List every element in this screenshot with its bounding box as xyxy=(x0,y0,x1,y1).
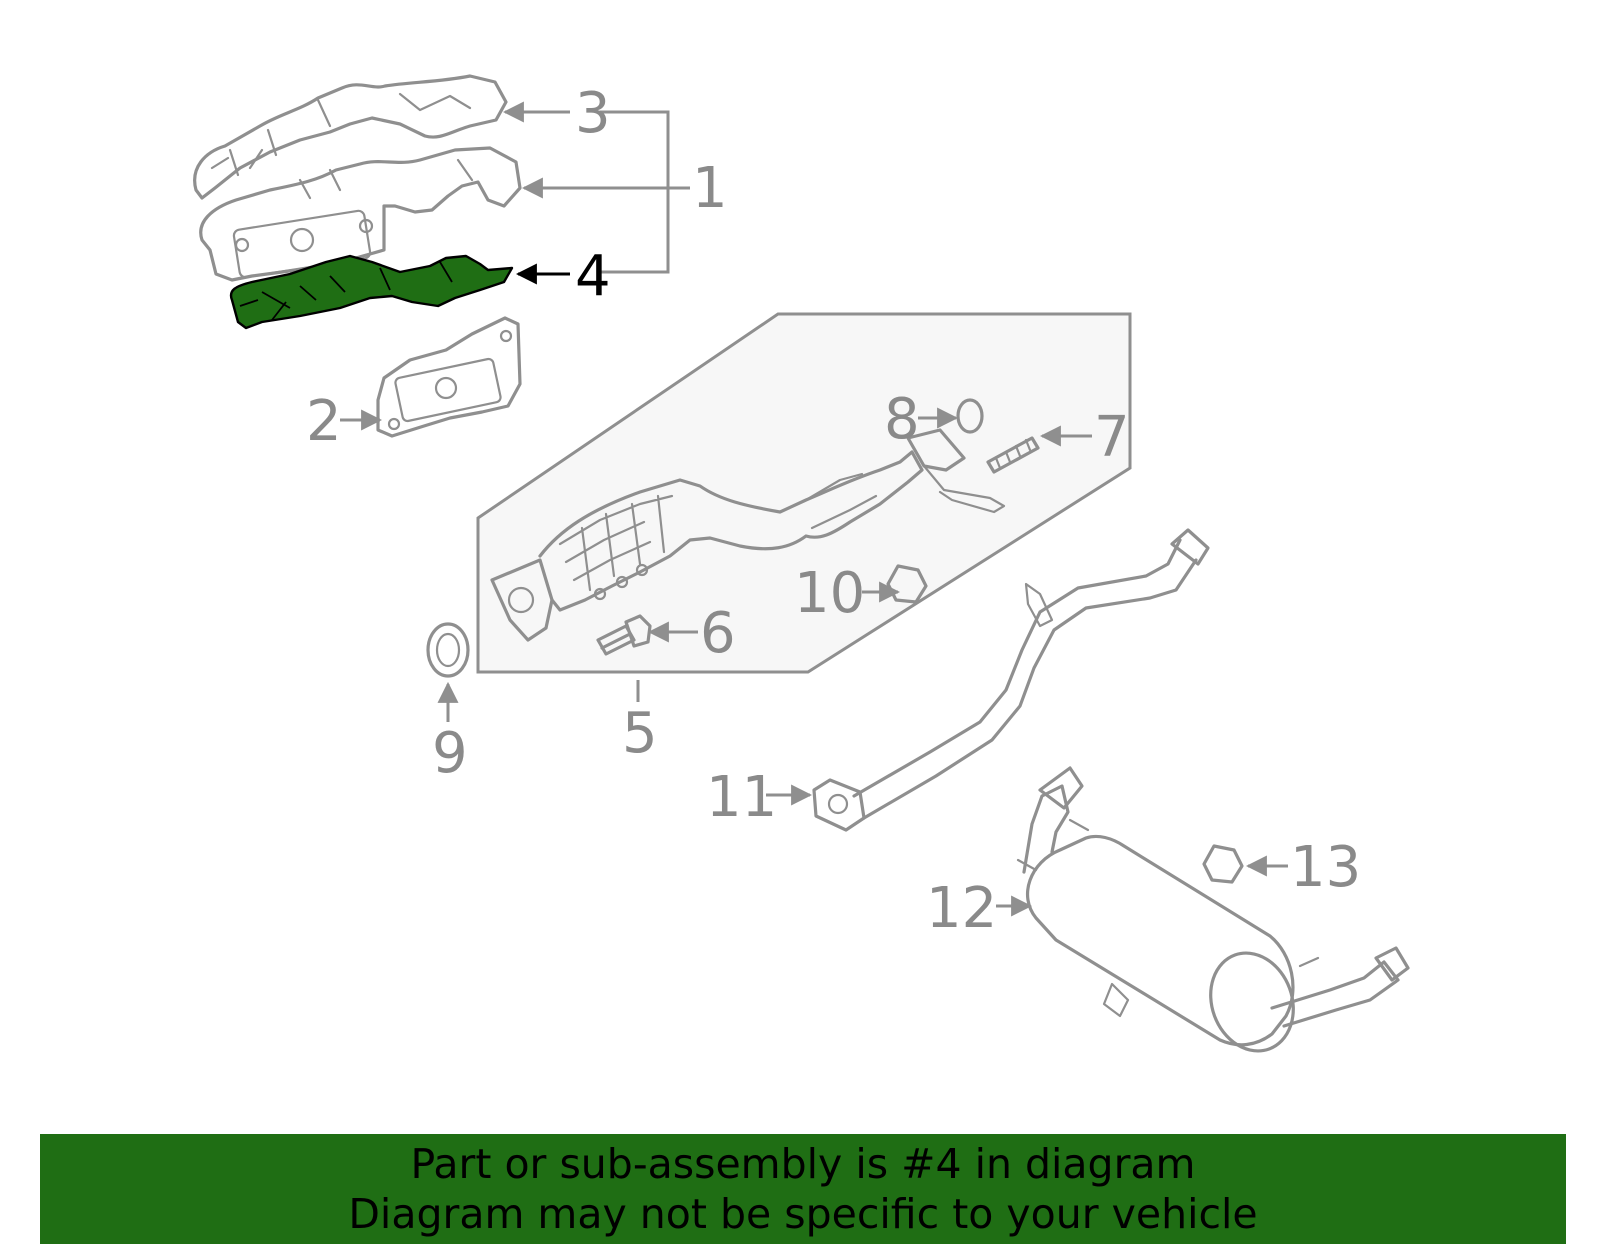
callout-11: 11 xyxy=(706,765,777,830)
callout-3: 3 xyxy=(575,81,611,146)
part-3-heat-shield-upper xyxy=(193,74,508,200)
callout-10: 10 xyxy=(794,561,865,626)
callout-9: 9 xyxy=(432,721,468,786)
callout-6: 6 xyxy=(700,601,736,666)
leader-lines xyxy=(340,101,1288,917)
footer-line-2: Diagram may not be specific to your vehi… xyxy=(348,1190,1258,1238)
callout-13: 13 xyxy=(1290,835,1361,900)
callout-2: 2 xyxy=(306,389,342,454)
part-11-center-pipe xyxy=(812,528,1210,832)
callout-1: 1 xyxy=(692,156,728,221)
part-4-fill xyxy=(229,254,514,330)
callout-12: 12 xyxy=(926,876,997,941)
callout-4: 4 xyxy=(575,244,611,309)
part-9-gasket-ring xyxy=(426,622,470,678)
callout-7: 7 xyxy=(1094,405,1130,470)
part-5-front-pipe-catalyst xyxy=(490,428,1006,642)
part-13-nut xyxy=(1202,844,1244,884)
part-5-assembly-panel xyxy=(476,312,1132,674)
part-4-heat-shield-lower xyxy=(229,254,514,330)
footer-banner: Part or sub-assembly is #4 in diagram Di… xyxy=(40,1134,1566,1244)
footer-line-1: Part or sub-assembly is #4 in diagram xyxy=(410,1140,1196,1188)
callout-5: 5 xyxy=(622,701,658,766)
callout-8: 8 xyxy=(884,387,920,452)
part-7-stud xyxy=(986,436,1040,474)
part-12-muffler xyxy=(1016,766,1410,1053)
part-2-manifold-gasket xyxy=(376,316,522,438)
